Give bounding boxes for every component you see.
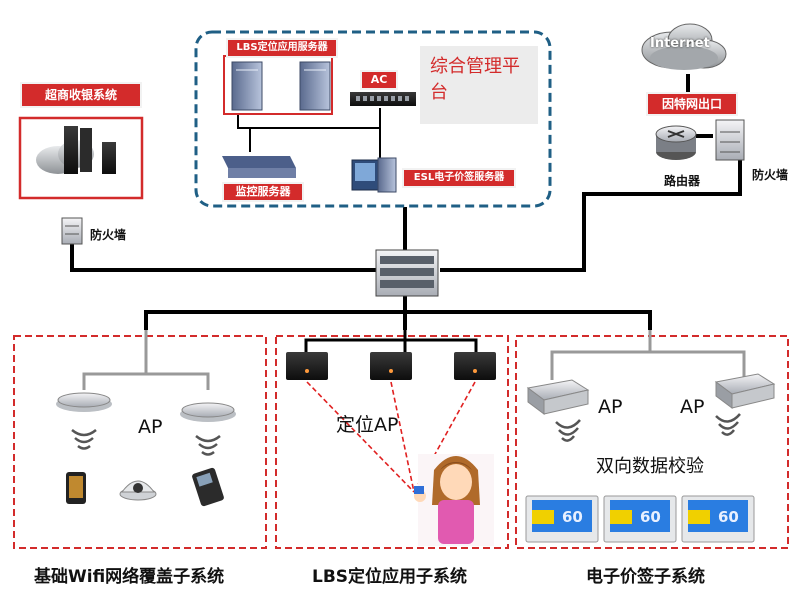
esl-ap-left-label: AP xyxy=(598,396,623,418)
esl-verify-label: 双向数据校验 xyxy=(596,456,704,477)
esl-server-label: ESL电子价签服务器 xyxy=(402,168,516,188)
esl-tag-2-price: 60 xyxy=(640,508,661,526)
monitor-server-label: 监控服务器 xyxy=(222,182,304,202)
esl-tag-3-icon xyxy=(681,495,755,543)
handheld-device-icon xyxy=(192,467,224,507)
lbs-server-label: LBS定位应用服务器 xyxy=(226,38,338,58)
wifi-signal-right-icon xyxy=(195,435,221,456)
platform-links xyxy=(237,108,381,160)
lbs-ap-label: 定位AP xyxy=(336,414,399,436)
wifi-signal-left-icon xyxy=(71,429,97,450)
camera-device-icon xyxy=(119,480,157,501)
management-frame xyxy=(194,30,552,208)
monitor-server-icon xyxy=(222,156,296,178)
esl-subsystem-frame xyxy=(515,335,789,549)
platform-label: 综合管理平台 xyxy=(420,46,538,124)
esl-signal-right-icon xyxy=(715,413,741,436)
router-label: 路由器 xyxy=(664,174,701,188)
ac-label: AC xyxy=(360,70,398,90)
ac-switch-icon xyxy=(350,92,416,106)
esl-ap-right-label: AP xyxy=(680,396,705,418)
internet-cloud-icon xyxy=(641,23,727,70)
esl-tag-3-price: 60 xyxy=(718,508,739,526)
lbs-subsystem-caption: LBS定位应用子系统 xyxy=(312,567,468,587)
esl-tag-1-icon xyxy=(525,495,599,543)
wifi-subsystem-caption: 基础Wifi网络覆盖子系统 xyxy=(34,567,225,587)
lbs-ap-1-icon xyxy=(286,352,328,380)
core-switch-icon xyxy=(375,249,439,297)
lbs-subsystem-frame xyxy=(275,335,509,549)
internet-exit-label: 因特网出口 xyxy=(646,92,738,116)
esl-tag-1-price: 60 xyxy=(562,508,583,526)
wifi-ap-left-icon xyxy=(56,392,112,412)
esl-ap-right-icon xyxy=(714,373,776,409)
firewall-right-label: 防火墙 xyxy=(752,168,789,182)
esl-tag-2-icon xyxy=(603,495,677,543)
supermarket-servers-icon xyxy=(36,126,116,174)
wifi-subsystem-frame xyxy=(13,335,267,549)
firewall-left-label: 防火墙 xyxy=(90,228,127,242)
wifi-ap-label: AP xyxy=(138,416,163,438)
shopper-girl-icon xyxy=(414,454,494,546)
lbs-ap-3-icon xyxy=(454,352,496,380)
esl-server-icon xyxy=(351,157,397,193)
firewall-left-icon xyxy=(61,217,83,245)
router-icon xyxy=(655,125,697,160)
lbs-server-icon xyxy=(223,55,333,115)
supermarket-label: 超商收银系统 xyxy=(20,82,142,108)
esl-signal-left-icon xyxy=(555,419,581,442)
internet-label: Internet xyxy=(650,36,710,51)
phone-device-icon xyxy=(66,472,86,504)
lbs-ap-2-icon xyxy=(370,352,412,380)
wifi-ap-right-icon xyxy=(180,402,236,422)
firewall-right-icon xyxy=(715,119,745,161)
backbone-links xyxy=(70,74,742,330)
esl-subsystem-caption: 电子价签子系统 xyxy=(586,567,705,587)
esl-ap-left-icon xyxy=(526,379,590,415)
